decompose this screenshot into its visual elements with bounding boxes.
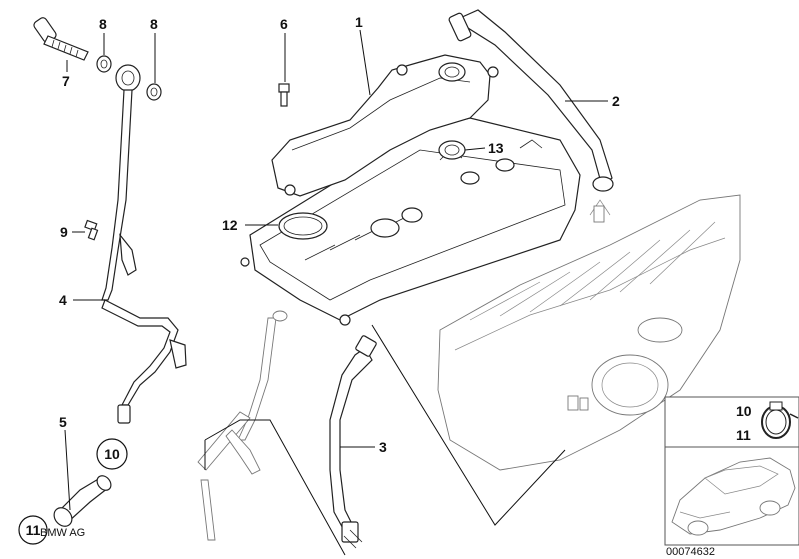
inset-label-11: 11 <box>736 427 751 443</box>
callout-11: 11 <box>26 522 41 538</box>
construction-lines <box>204 324 566 556</box>
diagram-number: 00074632 <box>666 546 715 558</box>
callout-labels: 1 2 3 4 5 6 7 8 8 9 12 13 <box>59 14 620 455</box>
callout-10: 10 <box>104 446 120 462</box>
oil-return-pipe-4 <box>101 64 187 424</box>
screw-6 <box>278 83 290 107</box>
circled-callout-10: 10 <box>96 438 128 470</box>
valve-cover-drawing <box>240 117 581 326</box>
seal-ring-13 <box>438 140 466 160</box>
inset-clamps: 10 11 <box>664 396 799 448</box>
breather-hose <box>448 9 614 192</box>
callout-9: 9 <box>60 224 68 240</box>
callout-7: 7 <box>62 73 70 89</box>
hollow-bolt-7 <box>33 17 89 61</box>
leader-lines <box>64 29 608 511</box>
circled-callout-11: 11 <box>18 515 48 545</box>
washer-8b <box>146 83 162 101</box>
callout-13: 13 <box>488 140 504 156</box>
washer-8a <box>96 55 112 73</box>
dipstick-guide-drawing <box>197 310 288 541</box>
callout-12: 12 <box>222 217 238 233</box>
callout-4: 4 <box>59 292 67 308</box>
car-silhouette-icon <box>671 457 796 536</box>
copyright-text: BMW AG <box>40 527 85 539</box>
hose-clamp-icon <box>761 401 799 439</box>
callout-6: 6 <box>280 16 288 32</box>
callout-5: 5 <box>59 414 67 430</box>
hose-3 <box>329 335 377 549</box>
screw-9 <box>84 219 99 241</box>
callout-3: 3 <box>379 439 387 455</box>
copyright-mark: BMW AG <box>40 527 85 539</box>
inset-vehicle <box>664 446 799 546</box>
intake-manifold-drawing <box>437 194 741 471</box>
o-ring-12 <box>278 212 328 240</box>
callout-2: 2 <box>612 93 620 109</box>
oil-separator-housing <box>271 54 499 197</box>
hose-5 <box>53 475 112 527</box>
callout-8-right: 8 <box>150 16 158 32</box>
callout-8-left: 8 <box>99 16 107 32</box>
callout-1: 1 <box>355 14 363 30</box>
inset-label-10: 10 <box>736 403 752 419</box>
